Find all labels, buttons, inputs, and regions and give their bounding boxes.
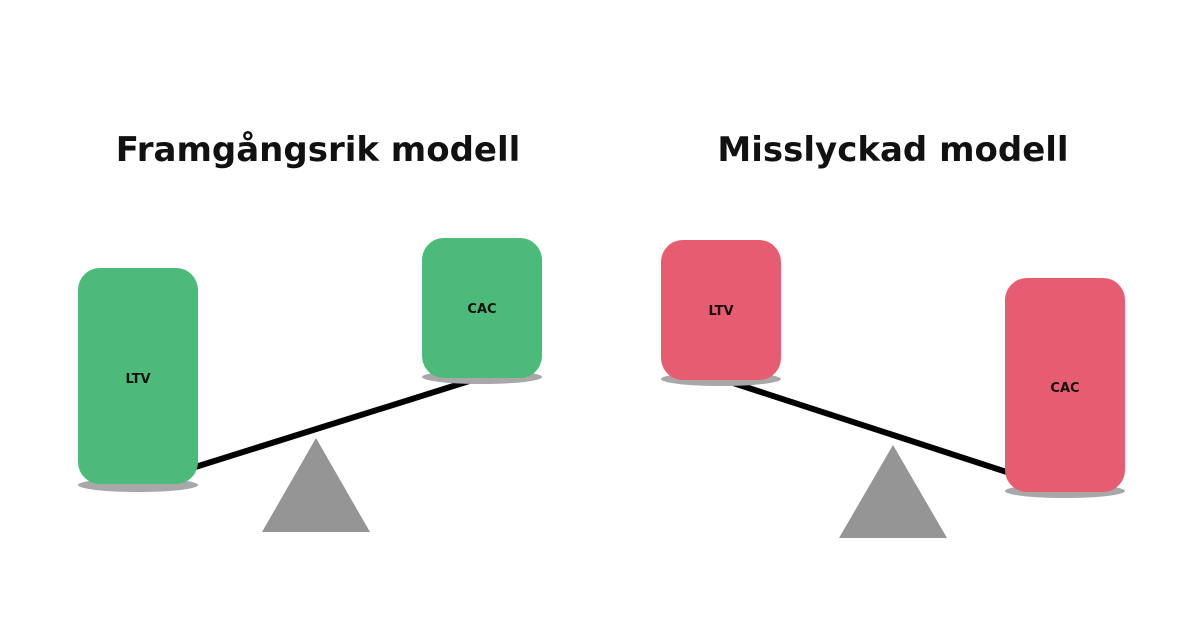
- cac-box: [1005, 278, 1125, 492]
- seesaw-success: LTV CAC: [78, 238, 542, 532]
- ltv-box: [78, 268, 198, 484]
- fulcrum-triangle: [839, 445, 947, 538]
- ltv-label: LTV: [125, 372, 150, 387]
- cac-label: CAC: [467, 302, 496, 317]
- cac-box: [422, 238, 542, 378]
- ltv-box: [661, 240, 781, 380]
- panel-title-success: Framgångsrik modell: [115, 130, 521, 170]
- seesaw-failure: LTV CAC: [661, 240, 1125, 538]
- panel-title-failure: Misslyckad modell: [717, 130, 1069, 170]
- fulcrum-triangle: [262, 438, 370, 532]
- ltv-label: LTV: [708, 304, 733, 319]
- cac-label: CAC: [1050, 381, 1079, 396]
